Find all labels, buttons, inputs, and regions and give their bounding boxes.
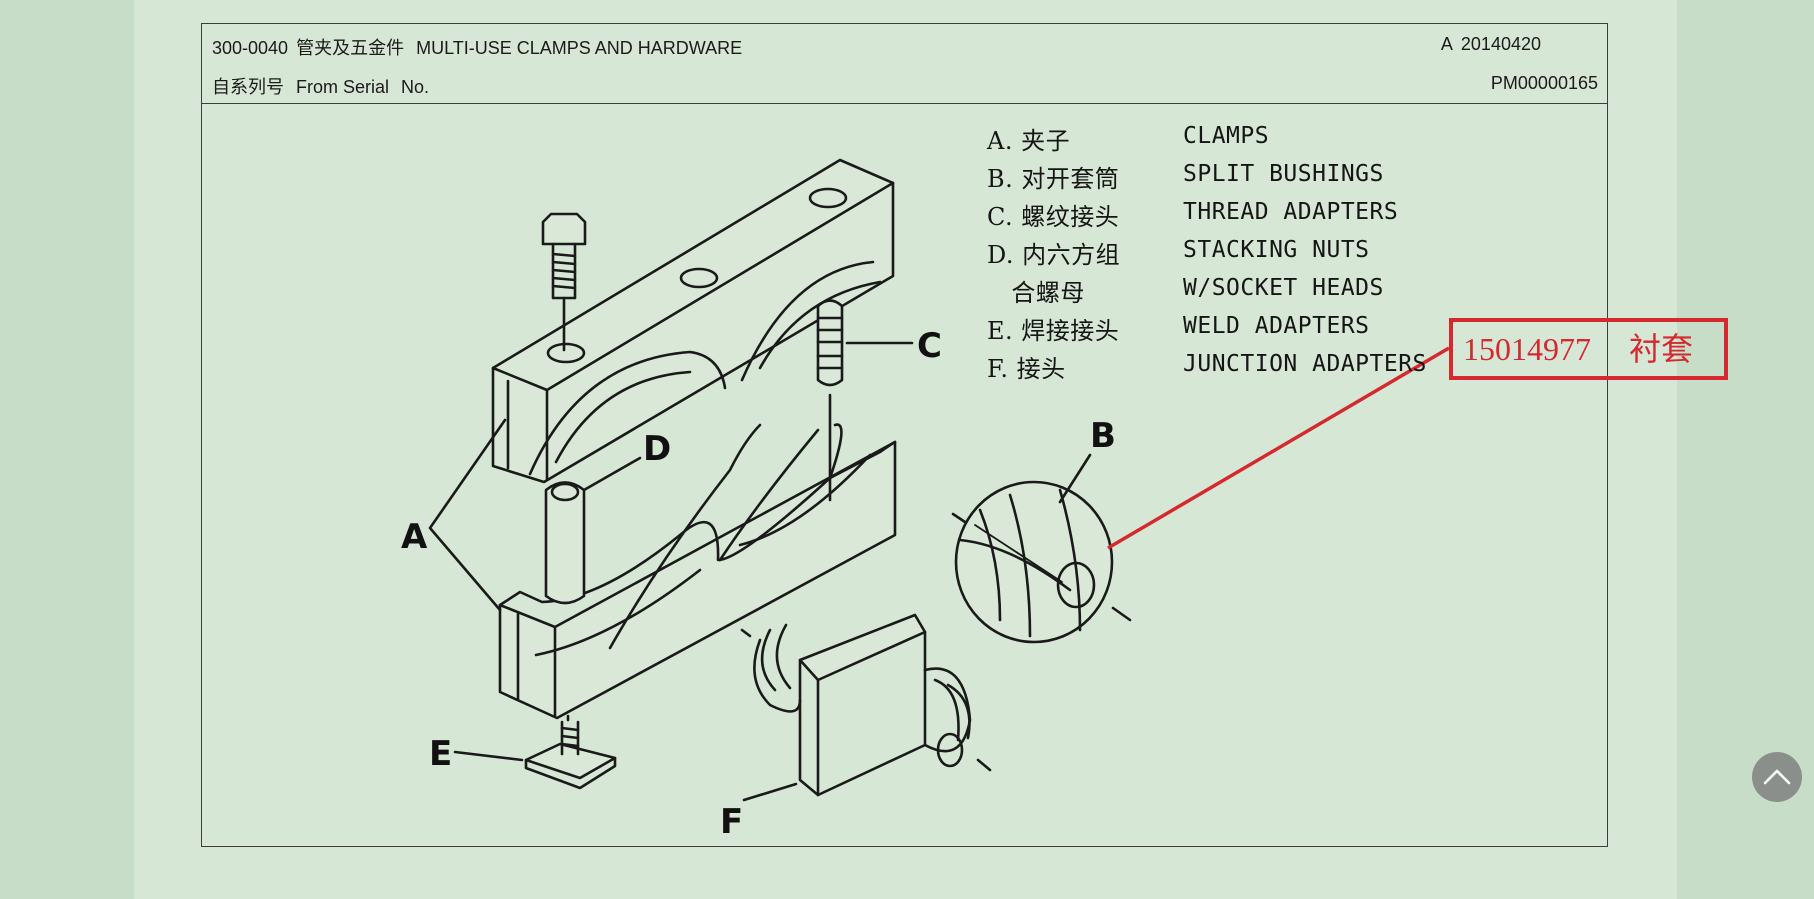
stacking-nut — [544, 456, 642, 605]
upper-clamp-half — [491, 158, 895, 484]
document-page: 300-0040 管夹及五金件 MULTI-USE CLAMPS AND HARDW… — [134, 0, 1677, 899]
serial-label-zh: 自系列号 — [212, 77, 284, 97]
parts-sheet: 300-0040 管夹及五金件 MULTI-USE CLAMPS AND HARDW… — [201, 23, 1608, 847]
legend-item-en: CLAMPS — [1183, 123, 1270, 149]
legend-item-zh: B. 对开套筒 — [987, 165, 1120, 193]
header-title-en: MULTI-USE CLAMPS AND HARDWARE — [416, 38, 743, 58]
header-serial-line: 自系列号 From Serial No. — [212, 73, 429, 99]
drawing-label-e: E — [429, 734, 452, 774]
header-revision: A — [1440, 34, 1453, 54]
callout-part-name: 衬套 — [1629, 331, 1694, 367]
callout-leader-line — [1107, 346, 1450, 550]
serial-no-label: No. — [401, 77, 430, 97]
scroll-to-top-button[interactable] — [1752, 752, 1802, 802]
thread-adapter — [816, 299, 914, 502]
sheet-header: 300-0040 管夹及五金件 MULTI-USE CLAMPS AND HARDW… — [202, 24, 1607, 104]
header-date: 20140420 — [1460, 34, 1541, 54]
legend-item-en: THREAD ADAPTERS — [1183, 199, 1399, 225]
legend-item-zh: C. 螺纹接头 — [987, 203, 1120, 231]
legend-item-zh: A. 夹子 — [987, 127, 1071, 155]
header-title-line: 300-0040 管夹及五金件 MULTI-USE CLAMPS AND HARDW… — [212, 34, 742, 60]
header-revision-line: A 20140420 — [1441, 34, 1541, 55]
legend-item-zh: F. 接头 — [987, 355, 1066, 383]
label-a-leader — [428, 418, 507, 612]
part-callout-box: 15014977 衬套 — [1449, 318, 1728, 380]
lower-clamp-half — [498, 423, 897, 720]
header-title-zh: 管夹及五金件 — [296, 38, 405, 58]
split-bushing — [951, 453, 1132, 644]
callout-part-number: 15014977 — [1463, 331, 1591, 367]
legend-item-zh: E. 焊接接头 — [987, 317, 1120, 345]
header-code: 300-0040 — [212, 38, 289, 58]
legend-item-en: WELD ADAPTERS — [1183, 313, 1370, 339]
header-document-number: PM00000165 — [1490, 73, 1598, 93]
legend-item-en: JUNCTION ADAPTERS — [1183, 351, 1427, 377]
legend-item-zh: 合螺母 — [987, 279, 1085, 307]
serial-label-en: From Serial — [296, 77, 390, 97]
legend-item-zh: D. 内六方组 — [987, 241, 1121, 269]
drawing-label-c: C — [917, 326, 942, 366]
drawing-label-b: B — [1090, 416, 1116, 456]
drawing-label-f: F — [720, 802, 743, 842]
junction-adapter — [740, 613, 992, 802]
weld-adapter — [453, 714, 617, 790]
bolt — [541, 212, 587, 352]
drawing-label-a: A — [401, 517, 428, 557]
chevron-up-icon — [1763, 769, 1791, 785]
legend-item-en: W/SOCKET HEADS — [1183, 275, 1384, 301]
drawing-label-d: D — [643, 429, 671, 469]
legend-item-en: STACKING NUTS — [1183, 237, 1370, 263]
legend-item-en: SPLIT BUSHINGS — [1183, 161, 1384, 187]
